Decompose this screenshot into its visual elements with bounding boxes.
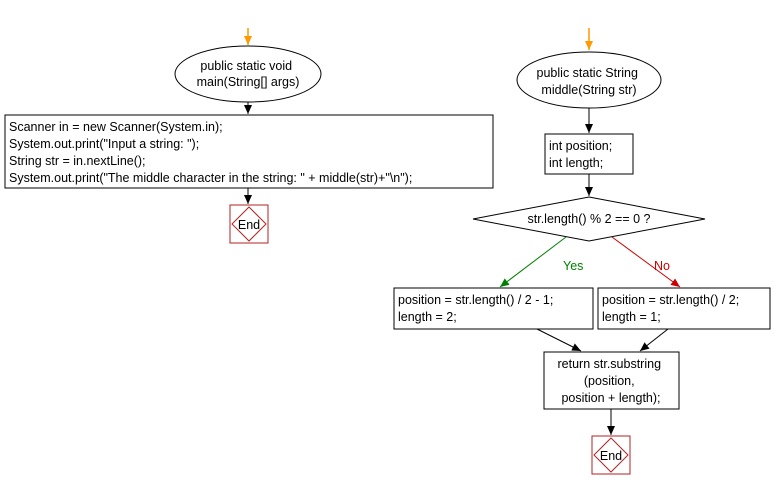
main-start-node	[174, 45, 322, 103]
svg-text:position = str.length() / 2;: position = str.length() / 2; length = 1;	[602, 293, 743, 324]
middle-yes-line2: length = 2;	[398, 310, 457, 324]
main-body-line3: String str = in.nextLine();	[9, 154, 146, 168]
middle-decl-line1: int position;	[549, 139, 612, 153]
svg-text:public static String middl: public static String middle(String str)	[537, 66, 642, 97]
svg-text:position = str.length() / 2 -: position = str.length() / 2 - 1; length …	[398, 293, 557, 324]
middle-end-node: End	[591, 435, 631, 475]
middle-no-line1: position = str.length() / 2;	[602, 293, 739, 307]
middle-return-box	[543, 351, 680, 410]
svg-text:return str.substring (posi: return str.substring (position, position…	[558, 357, 665, 405]
main-body-line4: System.out.print("The middle character i…	[9, 171, 412, 185]
middle-decl-box	[544, 133, 634, 175]
middle-edge-no	[611, 236, 681, 288]
middle-yes-line1: position = str.length() / 2 - 1;	[398, 293, 553, 307]
svg-text:Scanner in = new Scanner(Syste: Scanner in = new Scanner(System.in); Sys…	[9, 120, 412, 185]
middle-decl-line2: int length;	[549, 156, 603, 170]
main-body-line1: Scanner in = new Scanner(System.in);	[9, 120, 223, 134]
middle-start-node	[516, 51, 662, 109]
middle-yes-box	[393, 287, 594, 330]
middle-no-box	[597, 287, 771, 330]
middle-end-label: End	[600, 449, 622, 463]
middle-start-line2: middle(String str)	[541, 83, 636, 97]
middle-return-line2: (position,	[584, 374, 635, 388]
middle-return-line1: return str.substring	[558, 357, 662, 371]
main-body-line2: System.out.print("Input a string: ");	[9, 137, 199, 151]
middle-edge-no-return	[639, 328, 669, 352]
main-end-node: End	[229, 204, 269, 244]
middle-edge-yes	[499, 236, 567, 288]
middle-start-line1: public static String	[537, 66, 638, 80]
middle-edge-yes-return	[536, 328, 582, 352]
svg-text:public static void main(St: public static void main(String[] args)	[197, 59, 300, 89]
svg-text:int position; int length;: int position; int length;	[549, 139, 616, 170]
middle-return-line3: position + length);	[561, 391, 660, 405]
middle-decision-label: str.length() % 2 == 0 ?	[528, 212, 651, 226]
main-start-line1: public static void	[200, 59, 292, 73]
middle-no-label: No	[654, 259, 670, 273]
middle-no-line2: length = 1;	[602, 310, 661, 324]
main-body-box	[4, 114, 494, 189]
main-end-label: End	[238, 218, 260, 232]
main-start-line2: main(String[] args)	[197, 75, 300, 89]
middle-decision-node	[472, 196, 706, 242]
middle-yes-label: Yes	[563, 259, 583, 273]
